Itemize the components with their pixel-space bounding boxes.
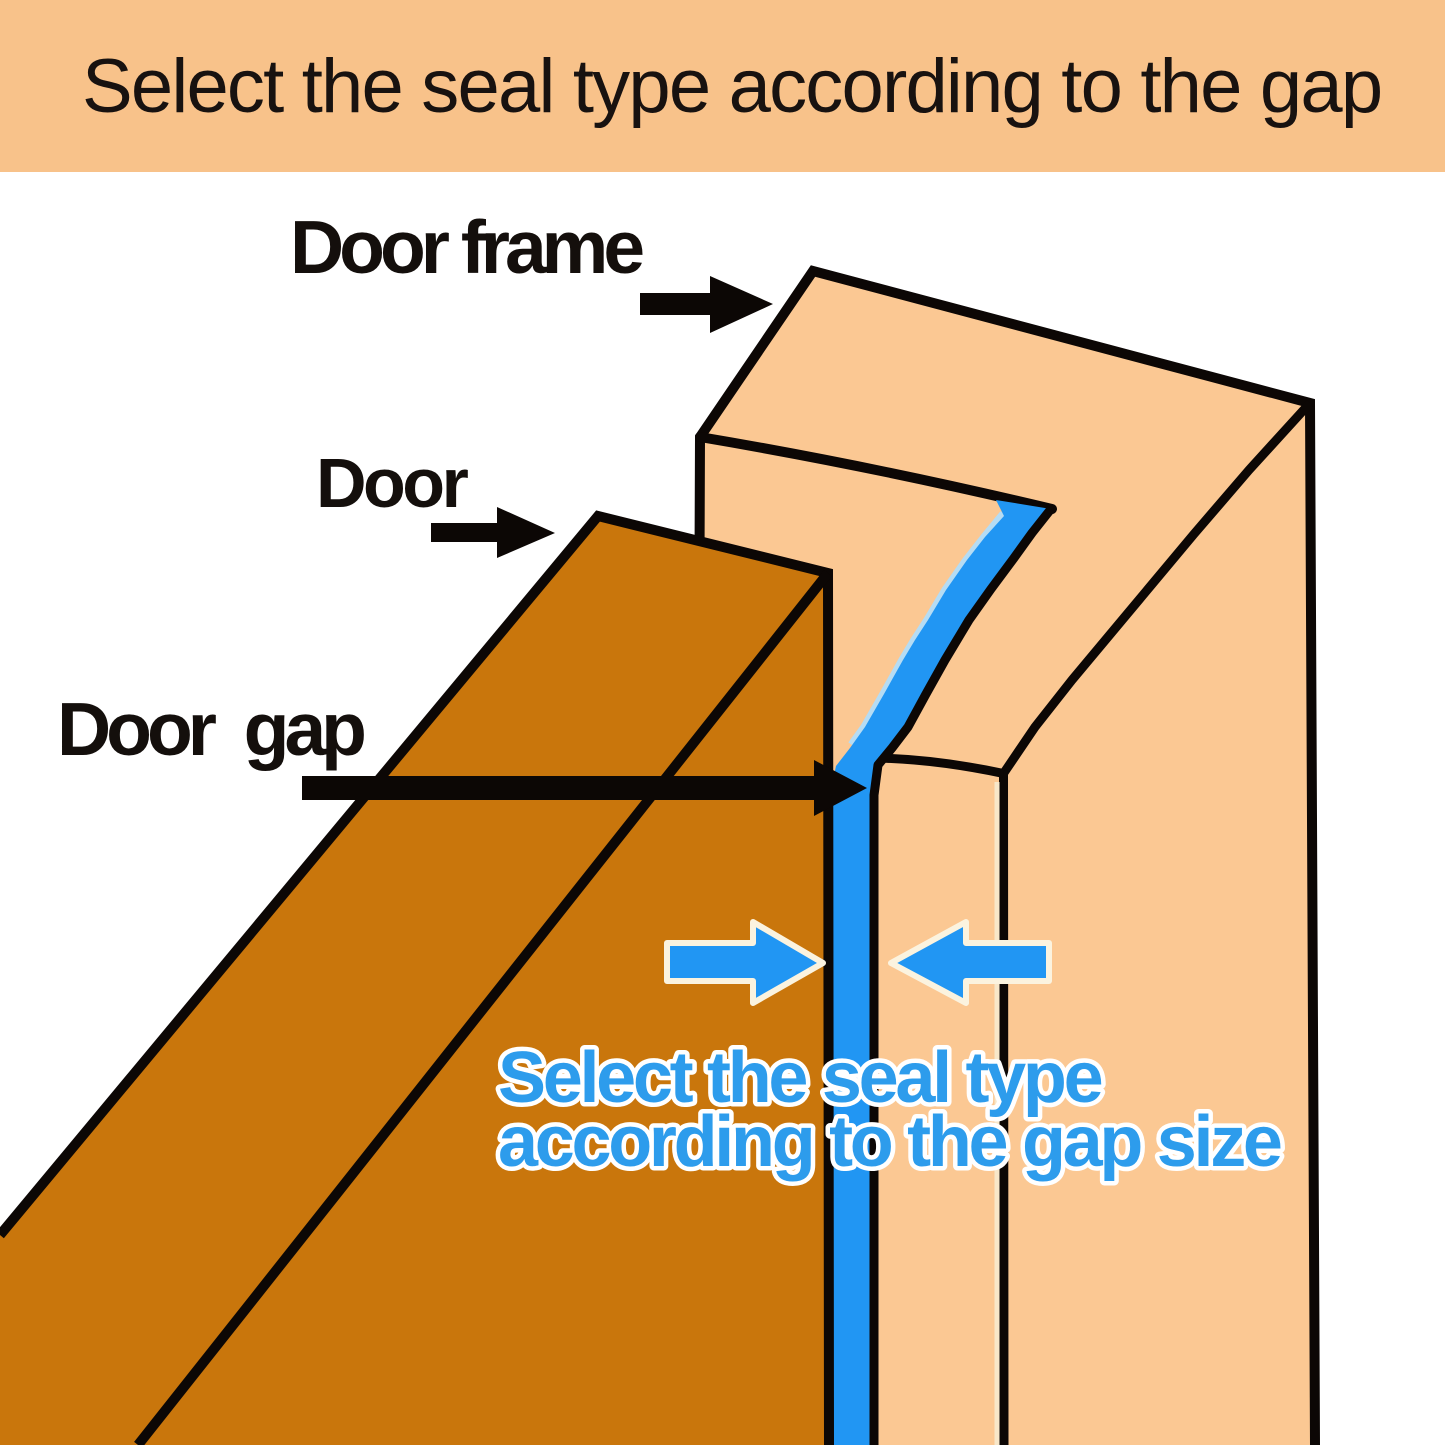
svg-text:Door frame: Door frame (290, 205, 643, 289)
svg-text:Select the seal type: Select the seal type (498, 1038, 1102, 1118)
svg-text:Select the seal type according: Select the seal type according to the ga… (82, 44, 1381, 129)
svg-text:Door: Door (316, 444, 469, 522)
svg-text:Door gap: Door gap (57, 687, 364, 771)
svg-text:according to the gap size: according to the gap size (498, 1102, 1281, 1182)
